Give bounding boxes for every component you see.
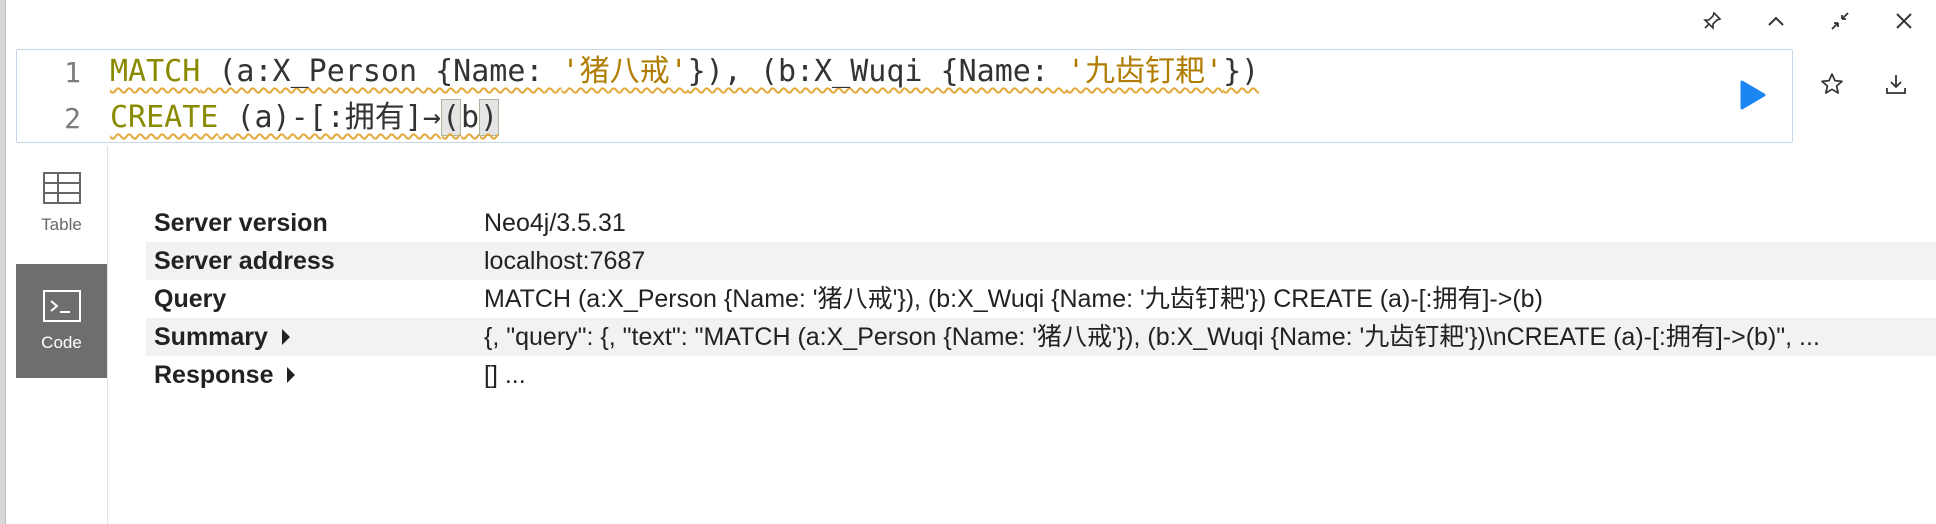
pin-icon[interactable] [1680,4,1744,38]
row-value: MATCH (a:X_Person {Name: '猪八戒'}), (b:X_W… [484,285,1543,313]
run-button[interactable] [1734,74,1770,116]
row-key-expandable[interactable]: Summary [146,318,476,356]
expand-caret-icon[interactable] [281,329,290,345]
close-icon[interactable] [1872,4,1936,38]
bracket-match: ) [479,99,500,136]
code-text: (a)-[:拥有]→ [218,100,441,135]
row-key: Server address [154,247,335,275]
table-row: Summary {, "query": {, "text": "MATCH (a… [146,318,1936,356]
code-line-1[interactable]: MATCH (a:X_Person {Name: '猪八戒'}), (b:X_W… [110,52,1259,92]
frame-controls [1680,4,1936,38]
tab-label: Code [41,333,82,352]
tab-label: Table [41,215,82,234]
result-frame: Table Code Server version Neo4j/3.5.31 S… [16,146,1936,524]
code-line-2[interactable]: CREATE (a)-[:拥有]→(b) [110,98,500,138]
row-value: {, "query": {, "text": "MATCH (a:X_Perso… [484,323,1820,351]
table-row: Response [] ... [146,356,1936,394]
chevron-up-icon[interactable] [1744,4,1808,38]
row-key: Response [154,361,274,389]
tab-code[interactable]: Code [16,264,107,378]
line-gutter: 1 2 [17,50,109,142]
code-text: }), (b:X_Wuqi {Name: [687,54,1067,89]
table-row: Server version Neo4j/3.5.31 [146,204,1936,242]
shrink-icon[interactable] [1808,4,1872,38]
row-value: localhost:7687 [484,247,646,275]
editor-actions [1800,62,1928,106]
keyword: CREATE [110,100,219,135]
row-key: Query [154,285,227,313]
row-value: [] ... [484,361,526,389]
download-icon[interactable] [1864,62,1928,106]
table-row: Server address localhost:7687 [146,242,1936,280]
expand-caret-icon[interactable] [287,367,296,383]
row-key: Server version [154,209,328,237]
table-row: Query MATCH (a:X_Person {Name: '猪八戒'}), … [146,280,1936,318]
line-number: 2 [64,102,81,135]
terminal-icon [42,290,81,322]
tab-table[interactable]: Table [16,146,107,260]
background-window-edge [0,0,6,524]
star-icon[interactable] [1800,62,1864,106]
string-literal: '猪八戒' [561,54,688,89]
result-view-sidebar: Table Code [16,146,108,524]
row-key-expandable[interactable]: Response [146,356,476,394]
string-literal: '九齿钉耙' [1066,54,1224,89]
code-text: }) [1223,54,1260,89]
table-icon [42,172,81,204]
query-editor[interactable]: 1 2 MATCH (a:X_Person {Name: '猪八戒'}), (b… [16,49,1793,143]
code-text: (a:X_Person {Name: [200,54,562,89]
bracket-match: ( [440,99,461,136]
keyword: MATCH [110,54,201,89]
code-text: b [461,100,480,135]
row-value: Neo4j/3.5.31 [484,209,626,237]
row-key: Summary [154,323,268,351]
summary-table: Server version Neo4j/3.5.31 Server addre… [146,204,1936,394]
line-number: 1 [64,56,81,89]
